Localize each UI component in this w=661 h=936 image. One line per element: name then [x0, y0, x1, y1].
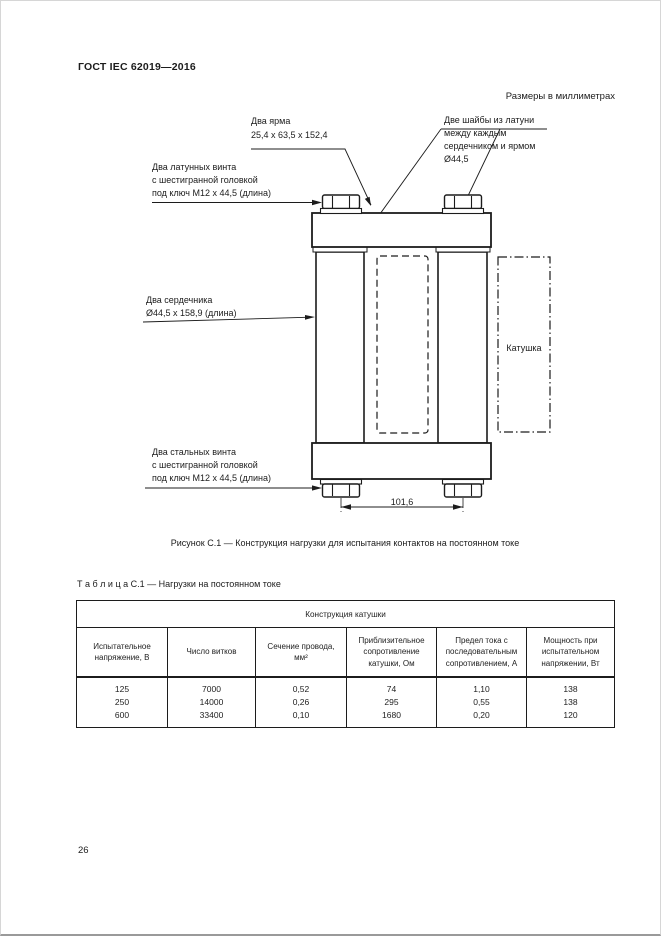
table-cell: 1,10 [436, 677, 527, 696]
column-header: Приблизительное сопротивление катушки, О… [346, 627, 437, 678]
table-cell: 120 [525, 709, 616, 728]
top-yoke [311, 212, 492, 248]
coil-hidden-outline [376, 255, 429, 434]
table-cell: 600 [76, 709, 168, 728]
top-right-bolt [441, 194, 485, 215]
document-code: ГОСТ IEC 62019—2016 [78, 61, 196, 73]
bottom-yoke [311, 442, 492, 480]
table-cell: 0,55 [436, 696, 527, 709]
table-cell: 1680 [346, 709, 437, 728]
table-cell: 0,10 [255, 709, 347, 728]
bottom-left-nut [319, 478, 363, 498]
column-header: Мощность при испытательном напряжении, В… [525, 627, 616, 678]
table-group-header: Конструкция катушки [75, 600, 616, 628]
table-row: 125 7000 0,52 74 1,10 138 [76, 677, 616, 696]
column-header: Сечение провода, мм² [255, 627, 347, 678]
figure-caption: Рисунок С.1 — Конструкция нагрузки для и… [170, 538, 520, 548]
leader-brass-screws [152, 199, 322, 206]
table-cell: 295 [346, 696, 437, 709]
left-core [315, 251, 365, 444]
leader-steel-screws [145, 485, 322, 491]
page-number: 26 [78, 845, 89, 856]
table-cell: 0,20 [436, 709, 527, 728]
table-header-row: Испытательное напряжение, В Число витков… [76, 627, 616, 678]
label-washers: Две шайбы из латуни между каждым сердечн… [444, 115, 536, 164]
table-cell: 74 [346, 677, 437, 696]
dimension-line [341, 504, 463, 510]
top-left-bolt [319, 194, 363, 215]
table-cell: 138 [525, 696, 616, 709]
loads-table: Конструкция катушки Испытательное напряж… [75, 600, 616, 728]
table-title: Т а б л и ц а С.1 — Нагрузки на постоянн… [77, 579, 281, 589]
table-cell: 14000 [167, 696, 256, 709]
bottom-right-nut [441, 478, 485, 498]
label-steel-screws: Два стальных винта с шестигранной головк… [152, 447, 271, 483]
column-header: Испытательное напряжение, В [76, 627, 168, 678]
column-header: Число витков [167, 627, 256, 678]
table-group-header-row: Конструкция катушки [75, 600, 616, 628]
table-cell: 125 [76, 677, 168, 696]
right-core [437, 251, 488, 444]
table-cell: 33400 [167, 709, 256, 728]
figure-drawing [142, 128, 551, 512]
leader-cores [142, 315, 315, 323]
label-cores: Два сердечника Ø44,5 x 158,9 (длина) [146, 295, 237, 318]
coil-box [497, 256, 551, 433]
dimension-value: 101,6 [390, 497, 414, 507]
table-row: 250 14000 0,26 295 0,55 138 [76, 696, 616, 709]
table-cell: 7000 [167, 677, 256, 696]
table-row: 600 33400 0,10 1680 0,20 120 [76, 709, 616, 728]
label-coil: Катушка [506, 343, 542, 353]
label-brass-screws: Два латунных винта с шестигранной головк… [152, 162, 271, 198]
leader-yokes [251, 148, 372, 206]
label-yokes: Два ярма 25,4 x 63,5 x 152,4 [251, 116, 328, 140]
table-cell: 0,52 [255, 677, 347, 696]
table-cell: 0,26 [255, 696, 347, 709]
table-cell: 138 [525, 677, 616, 696]
table-cell: 250 [76, 696, 168, 709]
units-note: Размеры в миллиметрах [505, 91, 615, 102]
column-header: Предел тока с последовательным сопротивл… [436, 627, 527, 678]
